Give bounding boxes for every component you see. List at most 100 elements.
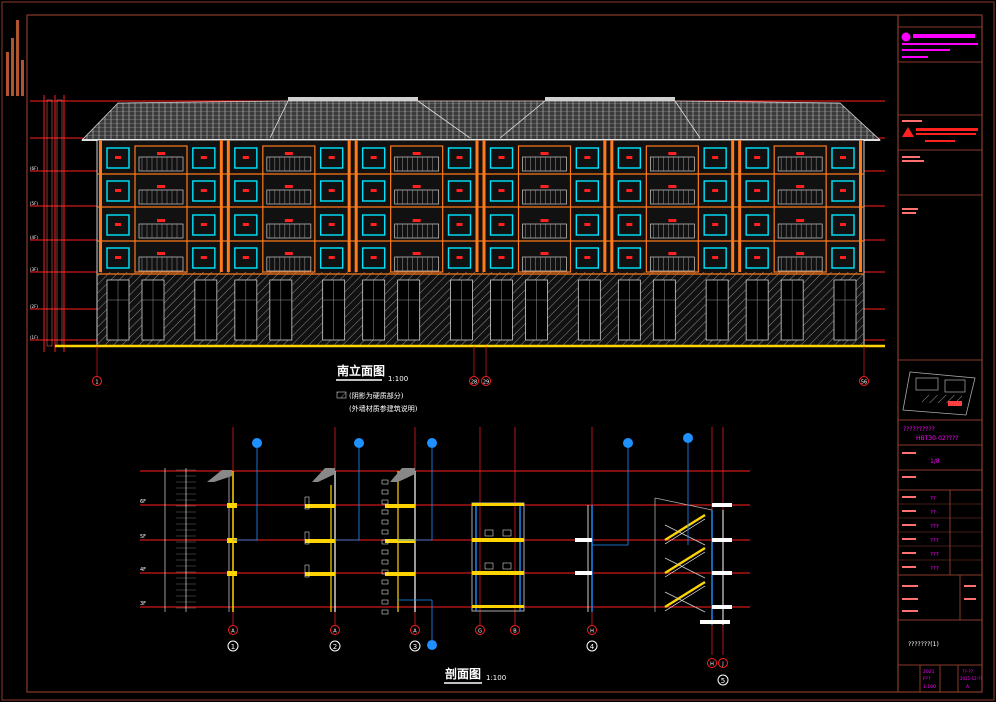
stair-flight bbox=[664, 557, 706, 579]
balcony-frame bbox=[645, 145, 699, 273]
floor-slab bbox=[575, 538, 592, 542]
window bbox=[447, 180, 472, 202]
window-marker bbox=[584, 189, 591, 192]
axis-bubble bbox=[330, 625, 340, 635]
window-marker bbox=[328, 156, 335, 159]
stair-flight bbox=[664, 524, 706, 546]
balcony-marker bbox=[668, 152, 677, 155]
window-marker bbox=[242, 256, 249, 259]
window bbox=[617, 247, 642, 269]
section-scale: 1:100 bbox=[486, 674, 506, 682]
window-marker bbox=[712, 256, 719, 259]
balcony-marker bbox=[668, 185, 677, 188]
window-marker bbox=[328, 189, 335, 192]
section-beam bbox=[227, 503, 237, 508]
roof-eave bbox=[390, 468, 415, 482]
facade-pilaster bbox=[219, 140, 223, 272]
axis-bubble-icon bbox=[427, 640, 437, 650]
sheet-inner-border bbox=[26, 14, 983, 693]
axis-bubble bbox=[469, 376, 479, 386]
window bbox=[234, 214, 258, 236]
section-number-bubble bbox=[409, 640, 421, 652]
balcony-marker bbox=[668, 219, 677, 222]
balcony-marker bbox=[796, 252, 805, 255]
window bbox=[745, 214, 769, 236]
balcony-railing bbox=[394, 189, 440, 205]
window-marker bbox=[712, 156, 719, 159]
drawing-title-short: 1/8 bbox=[930, 458, 940, 465]
project-code: HBT30-02???? bbox=[916, 435, 958, 442]
balcony-frame bbox=[390, 145, 444, 273]
window-marker bbox=[498, 223, 505, 226]
balcony-railing bbox=[138, 189, 184, 205]
facade-pilaster bbox=[347, 140, 351, 272]
balcony-marker bbox=[284, 219, 293, 222]
hatch-legend-swatch bbox=[336, 391, 347, 399]
footer-cell: 2021-12-?? bbox=[960, 676, 982, 681]
revision-row: ?? bbox=[930, 510, 936, 516]
balcony-railing bbox=[266, 156, 312, 172]
window-marker bbox=[754, 189, 761, 192]
window bbox=[575, 247, 600, 269]
window bbox=[447, 247, 472, 269]
balcony-railing bbox=[394, 223, 440, 239]
window bbox=[617, 214, 642, 236]
window-marker bbox=[754, 256, 761, 259]
floor-tag: (3F) bbox=[30, 267, 38, 272]
revision-row: ??? bbox=[930, 538, 939, 544]
facade-pilaster bbox=[226, 140, 230, 272]
balcony-slab bbox=[385, 504, 415, 508]
elevation-dimension-column: (6F) (5F) (4F) (3F) (2F) (1F) bbox=[30, 95, 65, 352]
balcony-railing bbox=[266, 223, 312, 239]
sheet-code: ?????????? bbox=[903, 426, 935, 433]
revision-table: ?? ?? ??? ??? ??? ??? bbox=[898, 496, 982, 572]
roof-line bbox=[654, 497, 713, 511]
title-block: ?????????? HBT30-02???? 1/8 ?? ?? ??? ??… bbox=[897, 15, 982, 692]
section-number: 4 bbox=[590, 643, 595, 651]
window bbox=[192, 247, 216, 269]
balcony-marker bbox=[157, 152, 165, 155]
section-detail bbox=[381, 529, 389, 535]
window bbox=[106, 147, 130, 169]
section-title: 剖面图 bbox=[445, 666, 481, 681]
key-plan-sketch bbox=[902, 371, 976, 416]
window-marker bbox=[456, 189, 463, 192]
window bbox=[831, 180, 855, 202]
balcony-railing bbox=[266, 189, 312, 205]
window bbox=[745, 180, 769, 202]
window-marker bbox=[328, 223, 335, 226]
landing-slab bbox=[712, 571, 732, 575]
window bbox=[234, 247, 258, 269]
floor-slab bbox=[472, 605, 524, 608]
window bbox=[106, 247, 130, 269]
section-detail bbox=[381, 489, 389, 495]
facade-pilaster bbox=[731, 140, 735, 272]
balcony-railing bbox=[522, 189, 567, 205]
facade-pilaster bbox=[482, 140, 486, 272]
axis-bubble bbox=[718, 658, 728, 668]
window bbox=[575, 214, 600, 236]
window bbox=[831, 214, 855, 236]
floor-tag: (5F) bbox=[30, 201, 38, 206]
window-marker bbox=[712, 223, 719, 226]
window-marker bbox=[370, 256, 377, 259]
window-marker bbox=[840, 256, 846, 259]
window bbox=[489, 180, 514, 202]
floor-slab bbox=[575, 571, 592, 575]
floor-tag: (1F) bbox=[30, 335, 38, 340]
balcony-railing bbox=[394, 156, 440, 172]
balcony-railing bbox=[394, 256, 440, 272]
facade-pilaster bbox=[610, 140, 614, 272]
section-detail bbox=[381, 499, 389, 505]
section-details bbox=[164, 468, 732, 625]
section-number-bubble bbox=[717, 674, 729, 686]
section-floor-label: 3F bbox=[140, 601, 146, 607]
company-logo-icon bbox=[901, 32, 911, 42]
axis-bubble-icon bbox=[683, 433, 693, 443]
axis-label: A bbox=[231, 629, 235, 635]
section-beam bbox=[227, 538, 237, 543]
warning-triangle-icon bbox=[902, 127, 914, 137]
window bbox=[575, 180, 600, 202]
balcony-frame bbox=[517, 145, 572, 273]
